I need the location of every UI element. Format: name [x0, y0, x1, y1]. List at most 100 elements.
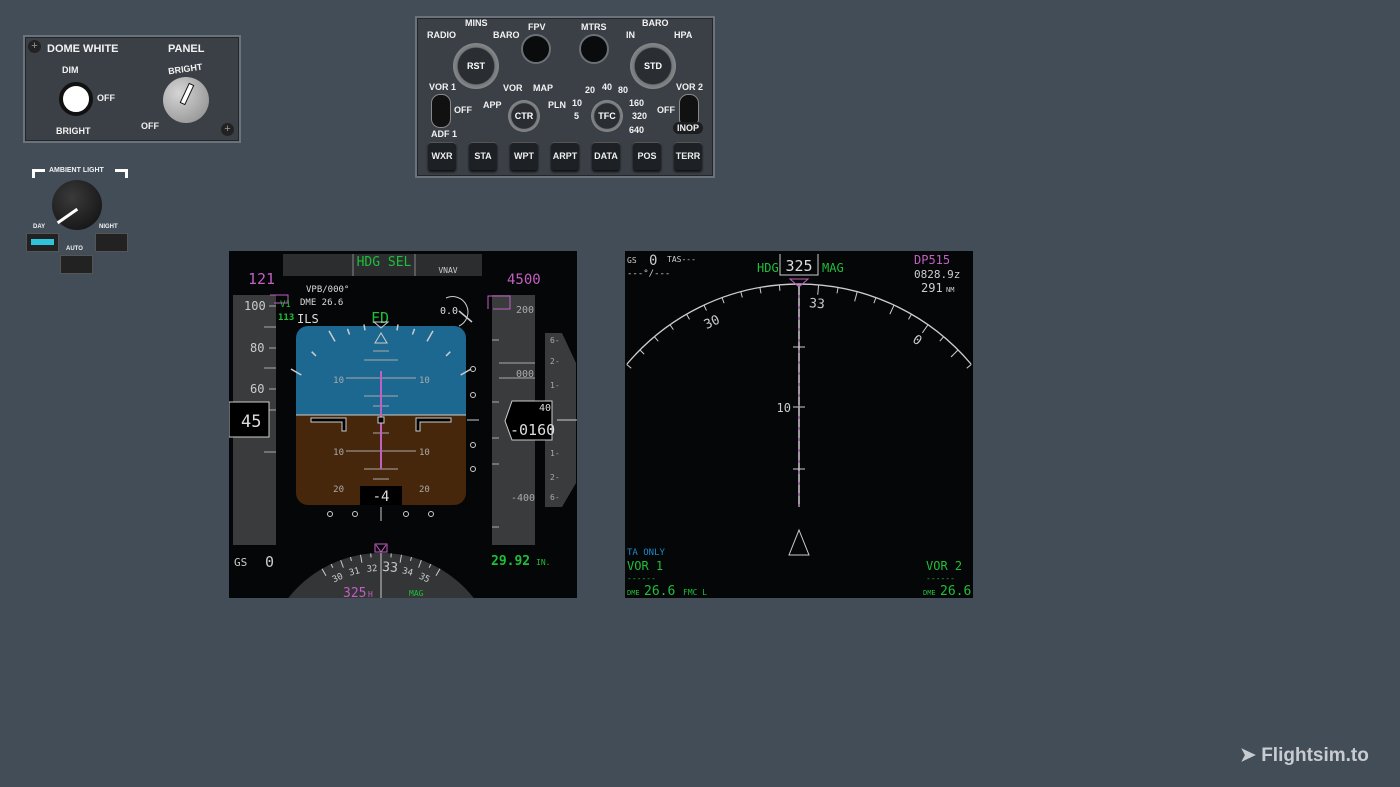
baro-std-knob[interactable]: STD [630, 43, 676, 89]
efis-control-panel: MINS RADIO BARO RST FPV MTRS BARO IN HPA… [415, 16, 715, 178]
auto-button[interactable] [60, 255, 93, 274]
bank-tick [290, 368, 302, 376]
panel-label: PANEL [168, 43, 205, 55]
bank-tick [396, 324, 399, 331]
vsi-label: 6- [550, 336, 560, 345]
hdg-label: HDG [757, 261, 779, 275]
vor2-ident: ------ [926, 574, 955, 583]
heading-readout: 325 [785, 257, 812, 275]
range-ring-label: 10 [777, 401, 791, 415]
wind-readout: ---°/--- [627, 269, 670, 279]
bank-tick [411, 328, 416, 335]
panel-brightness-knob[interactable] [163, 77, 209, 123]
glideslope-dot [470, 366, 476, 372]
dome-switch[interactable] [59, 82, 93, 116]
compass-tick [908, 313, 912, 320]
compass-label: 33 [382, 560, 399, 576]
flightsim-watermark: ➤ Flightsim.to [1240, 744, 1369, 767]
vor-mode-label: VOR [503, 83, 523, 93]
fpv-button[interactable] [521, 34, 551, 64]
compass-label: 30 [331, 572, 345, 586]
night-label: NIGHT [99, 224, 118, 230]
waypoint-eta: 0828.9z [914, 268, 960, 281]
wpt-button[interactable]: WPT [510, 142, 538, 170]
heading-tick [340, 559, 344, 568]
heading-tick [360, 554, 363, 563]
map-mode-label: MAP [533, 83, 553, 93]
selected-altitude: 4500 [507, 272, 541, 288]
mag-label: MAG [822, 261, 844, 275]
day-button[interactable] [26, 233, 59, 252]
glideslope-dot [470, 466, 476, 472]
screw-icon: + [221, 123, 234, 136]
groundspeed: 0 [265, 553, 274, 571]
dme-readout: DME 26.6 [300, 298, 343, 308]
range-10: 10 [572, 98, 583, 108]
heading-tick [399, 554, 402, 563]
off-label: OFF [97, 93, 115, 103]
bright-label: BRIGHT [56, 126, 91, 136]
compass-label: 33 [808, 296, 825, 312]
baro-label: BARO [493, 30, 520, 40]
bank-tick [328, 330, 336, 342]
pitch-readout: -4 [373, 489, 390, 505]
arpt-button[interactable]: ARPT [551, 142, 579, 170]
sta-button[interactable]: STA [469, 142, 497, 170]
heading-tick [349, 556, 352, 562]
pitch-label: 20 [333, 485, 344, 495]
localizer-dot [403, 511, 409, 517]
compass-tick [626, 363, 632, 369]
compass-tick [639, 349, 645, 355]
range-tfc-knob[interactable]: TFC [591, 100, 623, 132]
terr-button[interactable]: TERR [674, 142, 702, 170]
paper-plane-icon: ➤ [1240, 745, 1256, 766]
compass-tick [950, 349, 959, 358]
night-button[interactable] [95, 233, 128, 252]
mtrs-label: MTRS [581, 22, 607, 32]
groundspeed: 0 [649, 253, 657, 269]
heading-tick [435, 568, 441, 576]
range-160: 160 [629, 98, 645, 108]
v1-speed: 113 [278, 313, 294, 323]
pitch-label: 10 [333, 376, 344, 386]
heading-tick [418, 559, 422, 568]
heading-bug-icon [374, 543, 388, 553]
heading-tick [428, 563, 432, 568]
dme1-distance: 26.6 [644, 584, 675, 598]
range-5: 5 [574, 111, 580, 121]
auto-label: AUTO [66, 246, 83, 252]
rate-readout: 0.0 [440, 306, 458, 317]
true-airspeed: TAS--- [667, 255, 696, 264]
panel-off-label: OFF [141, 121, 159, 131]
vor-adf-1-switch[interactable] [431, 94, 451, 128]
vsi-label: 6- [550, 493, 560, 502]
compass-label: 31 [348, 566, 361, 578]
pitch-label: 10 [419, 376, 430, 386]
glideslope-dot [470, 392, 476, 398]
compass-tick [721, 297, 725, 304]
vor2-label: VOR 2 [926, 559, 962, 573]
ambient-light-knob[interactable] [52, 180, 102, 230]
baro-setting: 29.92 [491, 554, 530, 569]
heading-tick [410, 556, 413, 562]
wxr-button[interactable]: WXR [428, 142, 456, 170]
baro-unit: IN. [536, 558, 550, 567]
localizer-dot [352, 511, 358, 517]
altitude-bug-icon [487, 295, 511, 310]
heading-readout: 325 [343, 586, 366, 598]
compass-tick [889, 304, 895, 315]
mins-rst-knob[interactable]: RST [453, 43, 499, 89]
altitude-tick-label: -400 [511, 493, 535, 504]
data-button[interactable]: DATA [592, 142, 620, 170]
altitude-tick-label: 000 [516, 369, 534, 380]
day-label: DAY [33, 224, 46, 230]
approach-type: ILS [297, 312, 319, 326]
mtrs-button[interactable] [579, 34, 609, 64]
altitude-readout-box [504, 400, 553, 441]
vsi-label: 2- [550, 357, 560, 366]
fma-bar [283, 254, 482, 276]
adf1-label: ADF 1 [431, 129, 458, 139]
mode-ctr-knob[interactable]: CTR [508, 100, 540, 132]
compass-tick [686, 313, 690, 320]
pos-button[interactable]: POS [633, 142, 661, 170]
